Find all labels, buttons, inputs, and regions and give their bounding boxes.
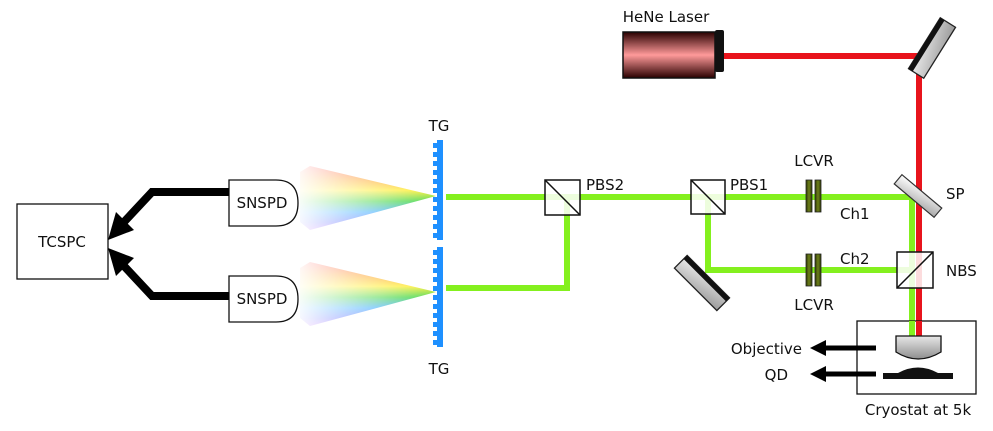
grating-tooth bbox=[433, 179, 438, 184]
grating-tooth bbox=[433, 161, 438, 166]
ch1-label: Ch1 bbox=[840, 205, 870, 223]
grating-tooth bbox=[433, 340, 438, 345]
spectrum-top bbox=[300, 166, 436, 230]
grating-tooth bbox=[433, 259, 438, 264]
ch2-fold-mirror bbox=[673, 254, 731, 312]
grating-tooth bbox=[433, 170, 438, 175]
hene-laser-label: HeNe Laser bbox=[623, 8, 710, 26]
tg-top-label: TG bbox=[428, 117, 450, 135]
snspd-top-to-tcspc-arrow bbox=[108, 188, 229, 240]
pbs1-label: PBS1 bbox=[730, 176, 768, 194]
lcvr-top-label: LCVR bbox=[794, 152, 834, 170]
spectrum-bottom bbox=[300, 262, 436, 326]
grating-tooth bbox=[433, 304, 438, 309]
grating-tooth bbox=[433, 250, 438, 255]
grating-tooth bbox=[433, 143, 438, 148]
tcspc-box: TCSPC bbox=[16, 203, 109, 280]
sp-dichroic-mirror bbox=[893, 173, 943, 219]
snspd-bottom-to-tcspc-arrow bbox=[108, 248, 229, 300]
tg-bottom-grating bbox=[433, 247, 443, 347]
grating-tooth bbox=[433, 152, 438, 157]
qd-arrow bbox=[810, 366, 876, 382]
snspd-top-label: SNSPD bbox=[237, 194, 288, 212]
snspd-bottom-label: SNSPD bbox=[237, 290, 288, 308]
grating-tooth bbox=[433, 286, 438, 291]
objective-lens bbox=[895, 335, 942, 360]
grating-tooth bbox=[433, 206, 438, 211]
pbs2-label: PBS2 bbox=[586, 176, 624, 194]
lcvr-ch1 bbox=[805, 179, 822, 213]
top-right-mirror bbox=[907, 16, 957, 80]
tg-bottom-label: TG bbox=[428, 360, 450, 378]
snspd-top-detector: SNSPD bbox=[228, 179, 299, 227]
pbs1-cube bbox=[690, 179, 726, 215]
lcvr-bottom-label: LCVR bbox=[794, 296, 834, 314]
grating-tooth bbox=[433, 224, 438, 229]
nbs-cube bbox=[896, 251, 934, 289]
grating-tooth bbox=[433, 322, 438, 327]
grating-tooth bbox=[433, 188, 438, 193]
grating-tooth bbox=[433, 233, 438, 238]
lcvr-ch2 bbox=[805, 253, 822, 287]
grating-tooth bbox=[433, 313, 438, 318]
grating-tooth bbox=[433, 277, 438, 282]
qd-sample bbox=[883, 367, 953, 379]
ch2-label: Ch2 bbox=[840, 250, 870, 268]
objective-arrow bbox=[810, 340, 876, 356]
qd-label: QD bbox=[765, 366, 788, 384]
grating-tooth bbox=[433, 215, 438, 220]
cryostat-label: Cryostat at 5k bbox=[865, 401, 972, 419]
tcspc-label: TCSPC bbox=[37, 233, 86, 251]
grating-tooth bbox=[433, 331, 438, 336]
grating-tooth bbox=[433, 295, 438, 300]
grating-tooth bbox=[433, 197, 438, 202]
tg-top-grating bbox=[433, 140, 443, 240]
sp-label: SP bbox=[946, 185, 965, 203]
grating-tooth bbox=[433, 268, 438, 273]
objective-label: Objective bbox=[731, 340, 802, 358]
pbs2-cube bbox=[544, 179, 581, 216]
nbs-label: NBS bbox=[946, 262, 977, 280]
hene-laser: HeNe Laser bbox=[622, 8, 724, 79]
snspd-bottom-detector: SNSPD bbox=[228, 275, 299, 323]
